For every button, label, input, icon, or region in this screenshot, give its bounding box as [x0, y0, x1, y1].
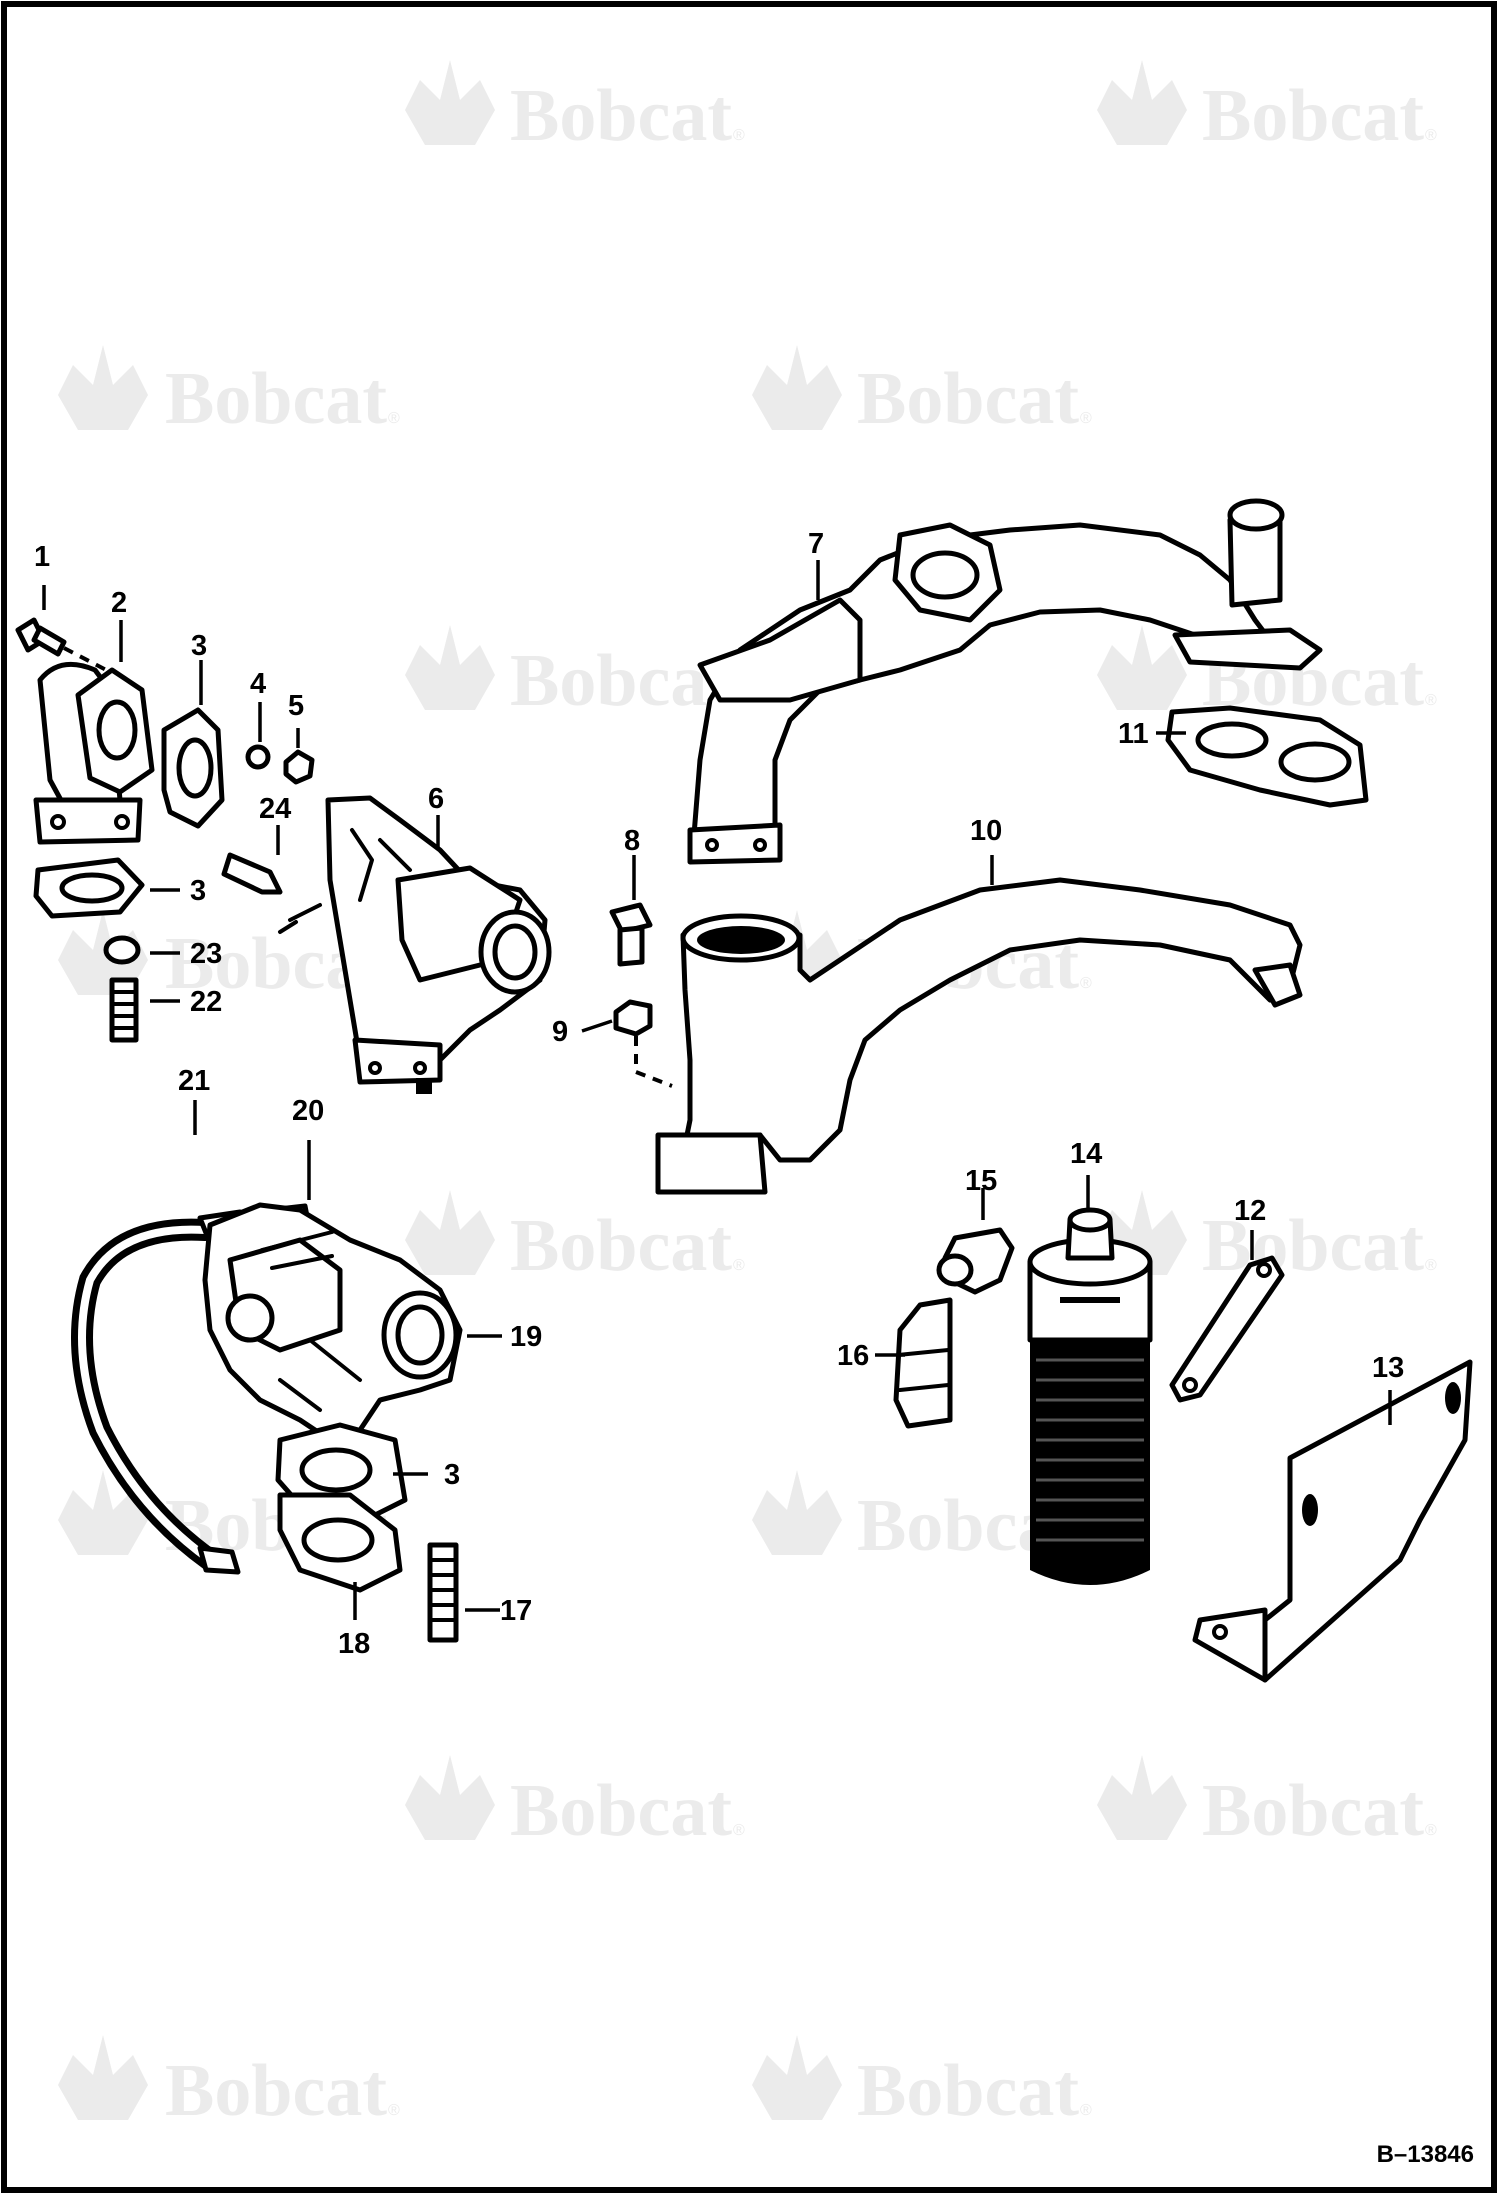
callout-10: 10 — [970, 815, 1002, 847]
callout-18: 18 — [338, 1628, 370, 1660]
watermark-text: Bobcat — [165, 358, 387, 440]
callout-19: 19 — [510, 1321, 542, 1353]
watermark-text: Bobcat — [1202, 1770, 1424, 1852]
part-2-elbow-flange — [33, 661, 155, 845]
watermark-registered: ® — [1425, 692, 1437, 709]
watermark-text: Bobcat — [1202, 75, 1424, 157]
callout-14: 14 — [1070, 1138, 1102, 1170]
part-3-gasket-lower — [33, 857, 145, 919]
part-14-filter-canister — [1027, 1207, 1153, 1585]
part-16-fitting — [893, 1297, 953, 1429]
part-6-carburetor — [278, 795, 552, 1094]
callout-16: 16 — [837, 1340, 869, 1372]
watermark-registered: ® — [733, 127, 745, 144]
callout-3: 3 — [191, 630, 207, 662]
watermark-logo-icon — [405, 60, 495, 145]
callout-17: 17 — [500, 1595, 532, 1627]
leader-lines — [42, 560, 1392, 1620]
watermark-registered: ® — [1425, 1257, 1437, 1274]
watermark-logo-icon — [1097, 625, 1187, 710]
watermark-text: Bobcat — [1202, 1205, 1424, 1287]
part-23-nut — [103, 935, 141, 965]
part-3-gasket — [161, 707, 225, 829]
callout-6: 6 — [428, 783, 444, 815]
part-24-stud — [221, 852, 283, 895]
part-11-gasket — [1165, 705, 1369, 808]
bolt-path-dashed-line — [634, 1036, 673, 1088]
reference-code: B–13846 — [1377, 2141, 1474, 2168]
watermark-text: Bobcat — [510, 1205, 732, 1287]
part-4-washer — [245, 744, 271, 770]
part-17-stud — [427, 1542, 459, 1643]
watermark-registered: ® — [388, 2102, 400, 2119]
watermark-text: Bobcat — [857, 2050, 1079, 2132]
watermark-text: Bobcat — [510, 640, 732, 722]
watermark-text: Bobcat — [510, 1770, 732, 1852]
part-1-bolt — [15, 617, 111, 674]
part-12-bracket — [1169, 1255, 1285, 1403]
stud-thread-lines — [112, 990, 136, 1030]
part-8-bolt — [609, 902, 653, 967]
part-19-carburetor — [202, 1202, 463, 1443]
watermark-logo-icon — [752, 1470, 842, 1555]
callout-21: 21 — [178, 1065, 210, 1097]
watermark-registered: ® — [388, 410, 400, 427]
callout-4: 4 — [250, 668, 266, 700]
callout-24: 24 — [259, 793, 291, 825]
callout-1: 1 — [34, 541, 50, 573]
callout-13: 13 — [1372, 1352, 1404, 1384]
watermark-logo-icon — [405, 1755, 495, 1840]
part-10-exhaust-manifold — [655, 877, 1303, 1195]
watermark-logo-icon — [752, 2035, 842, 2120]
callout-7: 7 — [808, 528, 824, 560]
watermark-registered: ® — [1080, 2102, 1092, 2119]
callout-8: 8 — [624, 825, 640, 857]
callout-9: 9 — [552, 1016, 568, 1048]
watermark-logo-icon — [1097, 1755, 1187, 1840]
callout-22: 22 — [190, 986, 222, 1018]
watermark-registered: ® — [733, 1257, 745, 1274]
callout-3-bottom: 3 — [444, 1459, 460, 1491]
callout-3-lower: 3 — [190, 875, 206, 907]
watermark-registered: ® — [1080, 410, 1092, 427]
callout-labels: 1 2 3 4 5 24 6 3 23 22 7 8 10 9 11 21 20… — [34, 528, 1404, 1660]
stud-thread-lines — [430, 1558, 456, 1622]
part-7-intake-manifold — [687, 498, 1323, 865]
watermark-text: Bobcat — [510, 75, 732, 157]
watermark-registered: ® — [1425, 1822, 1437, 1839]
watermark-layer: Bobcat ® Bobcat ® Bobcat ® Bobcat ® Bobc… — [58, 60, 1437, 2132]
callout-15: 15 — [965, 1165, 997, 1197]
callout-2: 2 — [111, 587, 127, 619]
callout-11: 11 — [1118, 718, 1149, 750]
part-18-spacer — [277, 1492, 403, 1593]
watermark-registered: ® — [1080, 975, 1092, 992]
part-5-nut — [283, 749, 315, 785]
part-13-mounting-plate — [1192, 1359, 1473, 1683]
part-22-stud — [109, 977, 139, 1043]
watermark-logo-icon — [405, 625, 495, 710]
callout-23: 23 — [190, 938, 222, 970]
part-9-nut — [613, 999, 653, 1037]
watermark-logo-icon — [58, 910, 148, 995]
watermark-logo-icon — [1097, 60, 1187, 145]
callout-5: 5 — [288, 690, 304, 722]
watermark-logo-icon — [752, 345, 842, 430]
watermark-registered: ® — [733, 1822, 745, 1839]
watermark-text: Bobcat — [857, 358, 1079, 440]
callout-12: 12 — [1234, 1195, 1266, 1227]
watermark-logo-icon — [58, 345, 148, 430]
callout-20: 20 — [292, 1095, 324, 1127]
watermark-logo-icon — [58, 1470, 148, 1555]
watermark-logo-icon — [405, 1190, 495, 1275]
watermark-text: Bobcat — [165, 2050, 387, 2132]
watermark-logo-icon — [58, 2035, 148, 2120]
watermark-registered: ® — [1425, 127, 1437, 144]
part-15-elbow-fitting — [936, 1227, 1015, 1295]
